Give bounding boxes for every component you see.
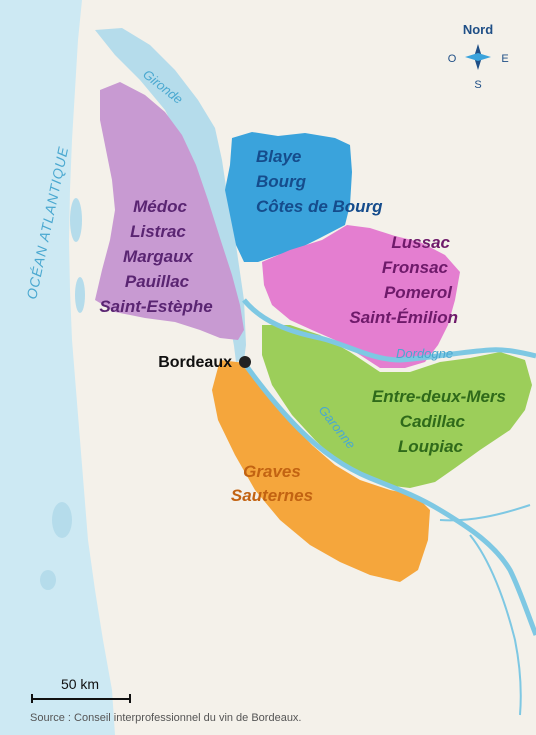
region-libournais	[262, 225, 460, 368]
region-name-listrac: Listrac	[130, 222, 186, 241]
region-name-lussac: Lussac	[391, 233, 450, 252]
scale-line	[31, 694, 131, 703]
region-name-fronsac: Fronsac	[382, 258, 449, 277]
graves-labels: Graves Sauternes	[231, 462, 313, 505]
medoc-labels: Médoc Listrac Margaux Pauillac Saint-Est…	[99, 197, 212, 316]
region-medoc	[95, 82, 244, 340]
compass-south: S	[474, 79, 481, 91]
coastal-shoals	[40, 198, 85, 590]
compass-north: Nord	[463, 22, 493, 37]
compass-west: O	[448, 53, 457, 65]
region-name-saint-estephe: Saint-Estèphe	[99, 297, 212, 316]
bordeaux-city-marker	[239, 356, 251, 368]
dordogne-river	[242, 298, 536, 363]
compass-east: E	[501, 53, 508, 65]
region-entre-deux-mers	[262, 325, 532, 488]
region-graves	[212, 360, 430, 582]
source-note: Source : Conseil interprofessionnel du v…	[30, 712, 302, 724]
region-name-bourg: Bourg	[256, 172, 307, 191]
region-name-pomerol: Pomerol	[384, 283, 453, 302]
city-label: Bordeaux	[158, 354, 232, 371]
garonne-river	[239, 358, 536, 636]
region-name-cotes-de-bourg: Côtes de Bourg	[256, 197, 383, 216]
region-blaye	[225, 132, 352, 262]
region-name-blaye: Blaye	[256, 147, 301, 166]
compass-rose: Nord O E S	[448, 22, 509, 91]
region-name-graves: Graves	[243, 462, 301, 481]
libournais-labels: Lussac Fronsac Pomerol Saint-Émilion	[349, 233, 458, 327]
gironde-estuary	[95, 28, 246, 362]
region-name-medoc: Médoc	[133, 197, 187, 216]
blaye-labels: Blaye Bourg Côtes de Bourg	[256, 147, 383, 216]
region-name-loupiac: Loupiac	[398, 437, 464, 456]
dordogne-label: Dordogne	[396, 346, 453, 361]
scale-bar: 50 km	[31, 676, 131, 703]
region-name-cadillac: Cadillac	[400, 412, 466, 431]
region-name-entre-deux-mers: Entre-deux-Mers	[372, 387, 506, 406]
scale-label: 50 km	[61, 676, 99, 692]
region-name-saint-emilion: Saint-Émilion	[349, 308, 458, 327]
region-name-margaux: Margaux	[123, 247, 194, 266]
region-name-pauillac: Pauillac	[125, 272, 190, 291]
compass-needle-horizontal-icon	[465, 53, 491, 61]
entre-deux-mers-labels: Entre-deux-Mers Cadillac Loupiac	[372, 387, 506, 456]
region-name-sauternes: Sauternes	[231, 486, 313, 505]
tributary-streams	[439, 504, 531, 716]
